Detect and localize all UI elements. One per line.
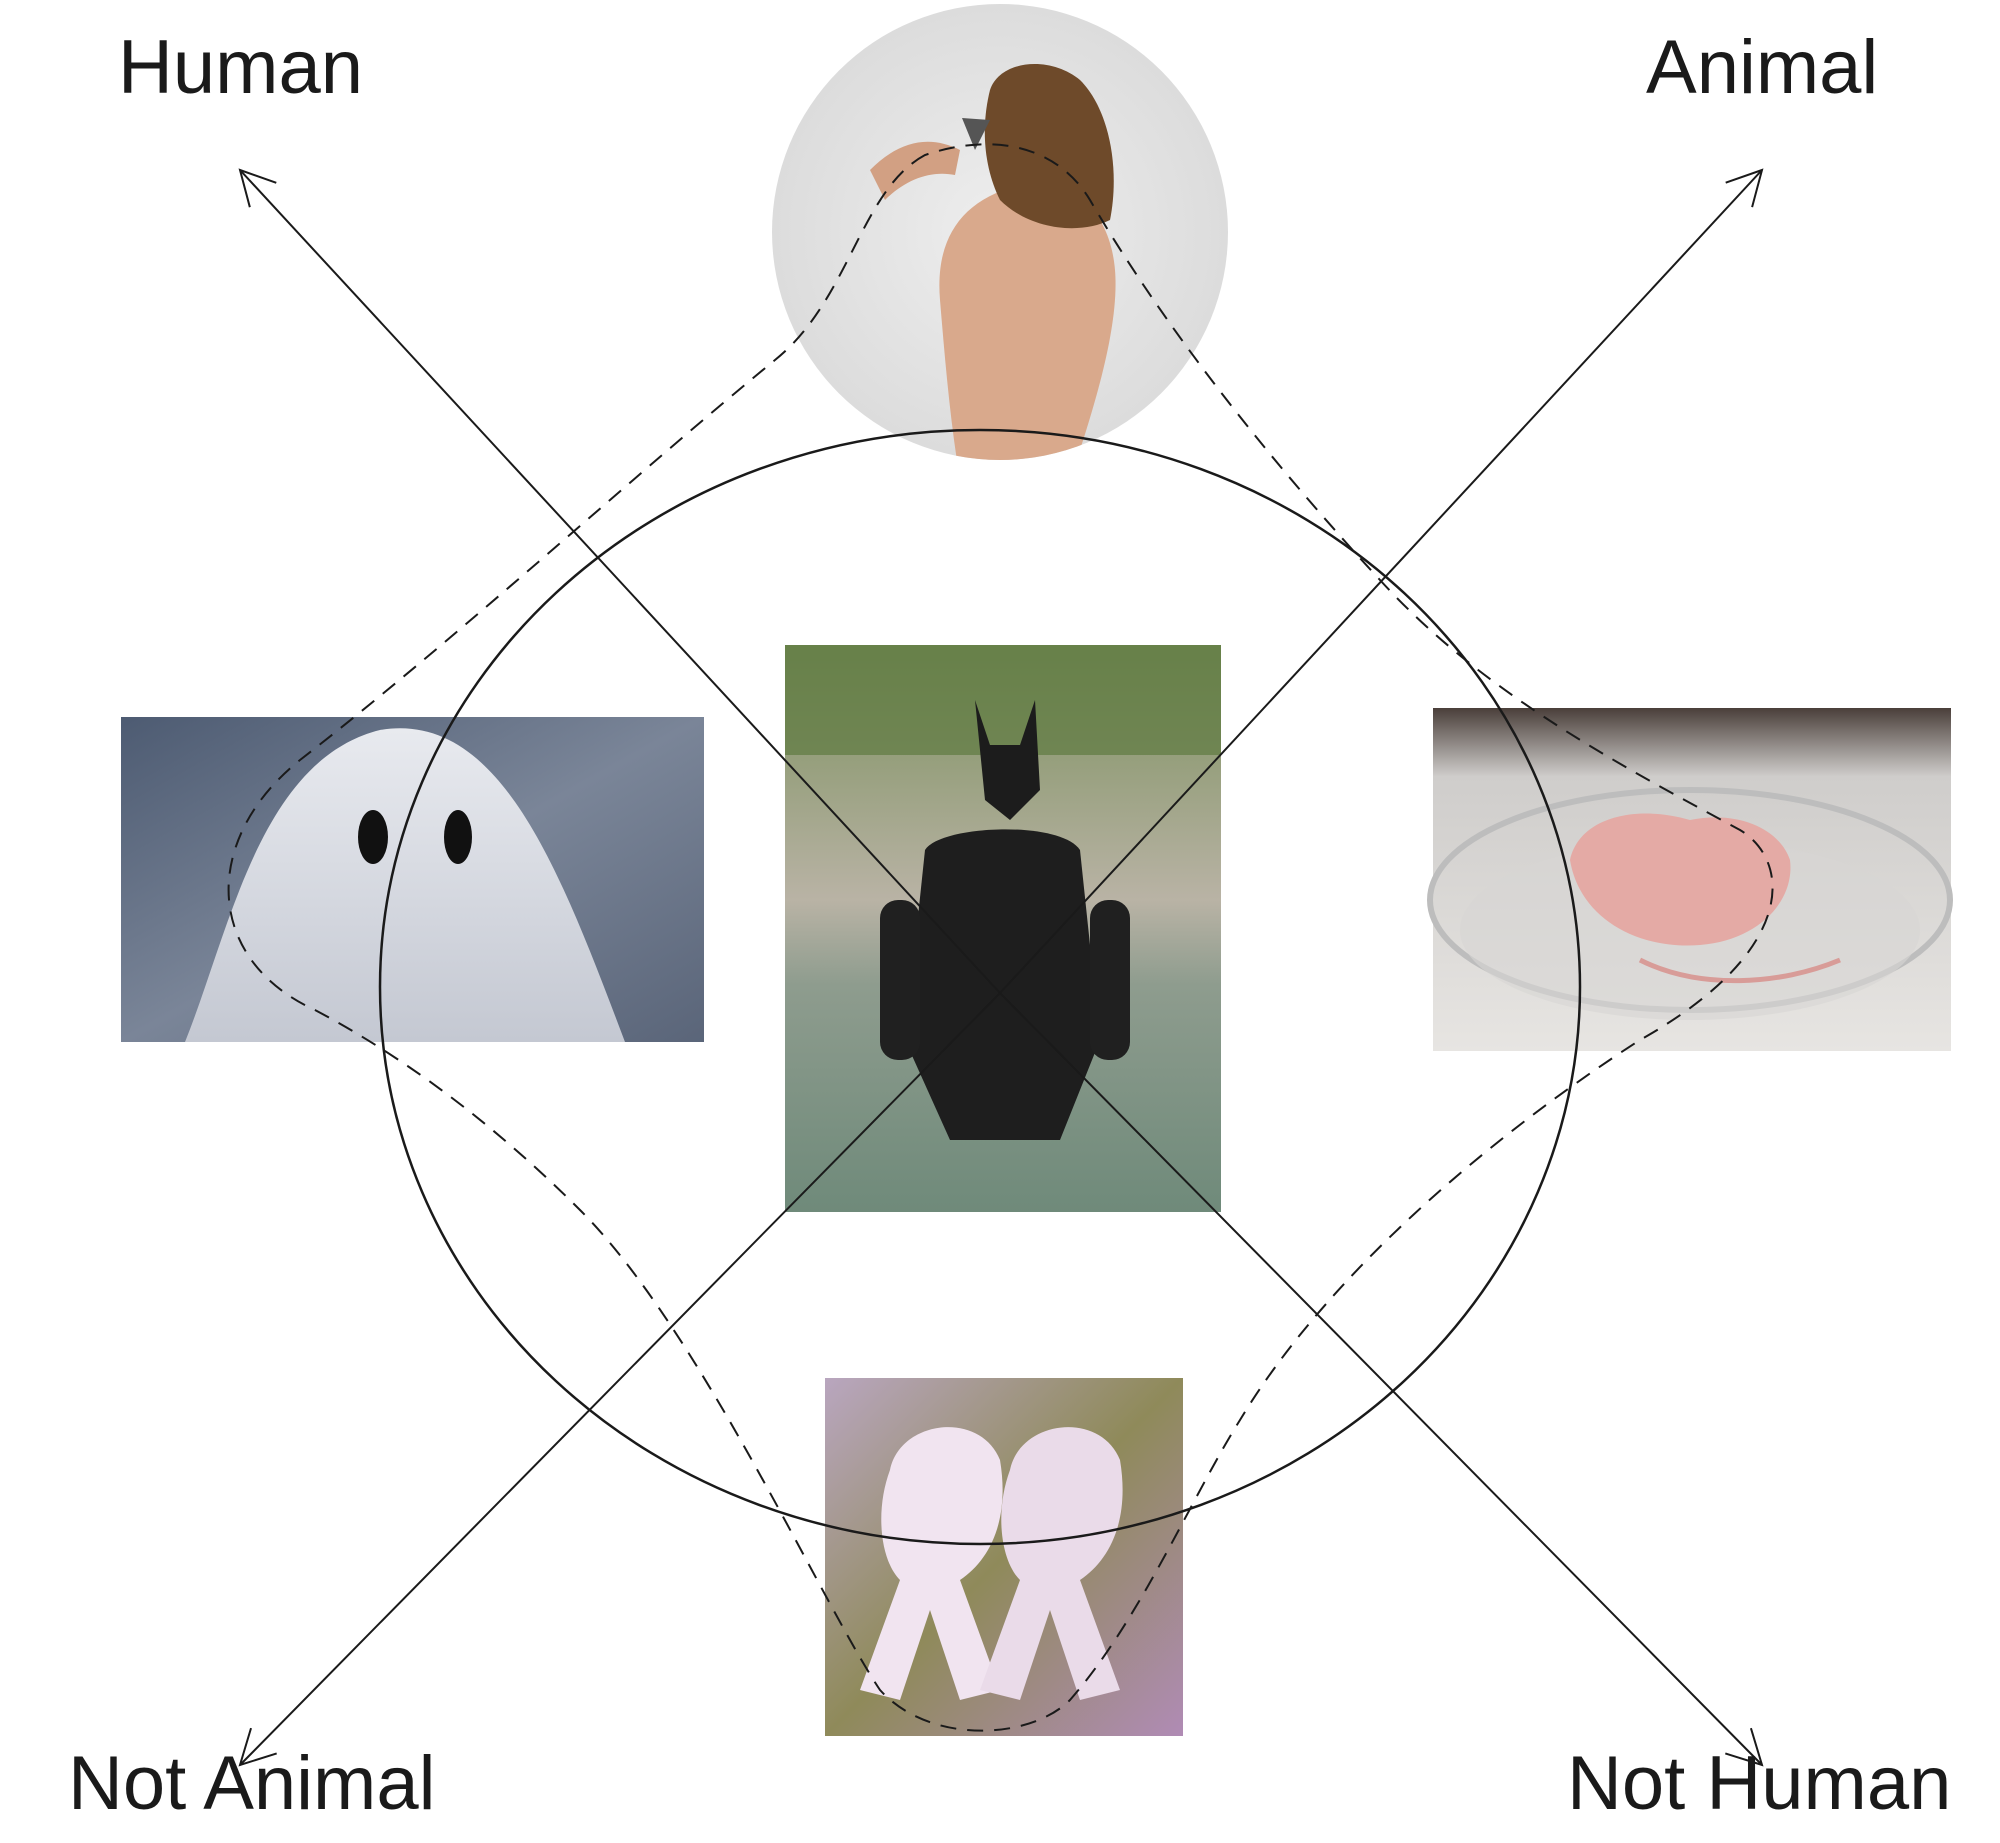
arrow-human [238,168,1001,994]
left-image [121,717,704,1042]
arrow-not-animal [238,992,1001,1767]
diagram-lines [227,143,1774,1767]
right-image [1427,708,1953,1051]
label-not-animal: Not Animal [68,1741,436,1826]
label-animal: Animal [1646,25,1879,110]
top-image [772,4,1228,460]
center-image [785,645,1221,1212]
dashed-diamond [227,143,1774,1732]
bottom-image [825,1378,1183,1736]
label-not-human: Not Human [1567,1741,1952,1826]
central-circle [378,428,1582,1546]
label-human: Human [118,25,363,110]
arrow-not-human [999,992,1764,1767]
